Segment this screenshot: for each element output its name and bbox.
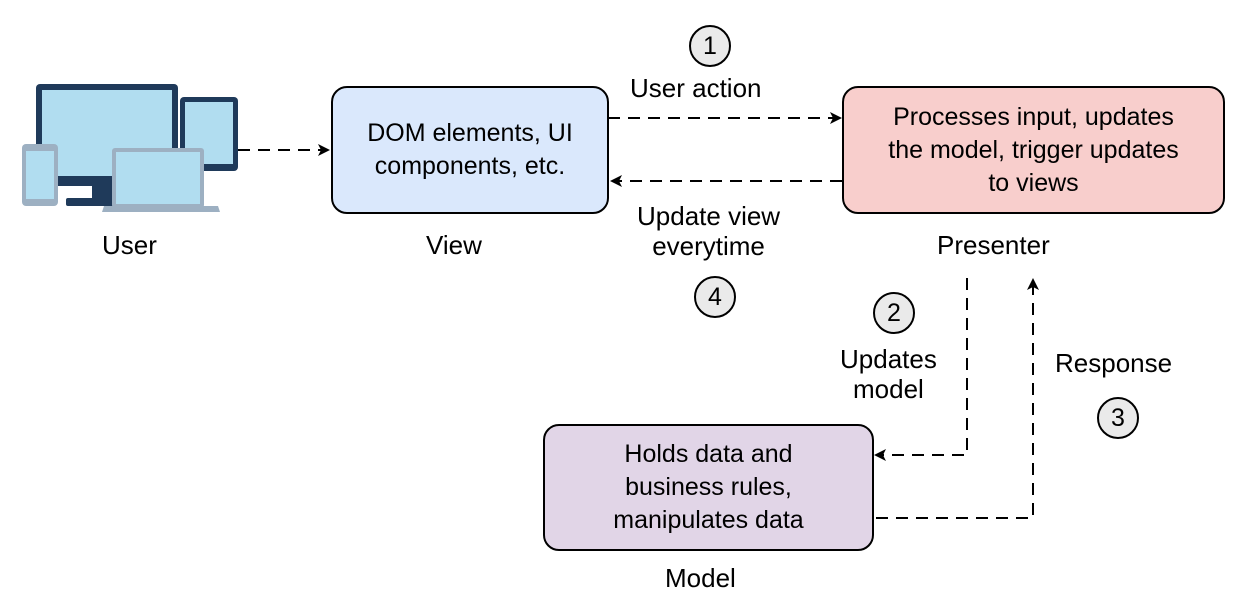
presenter-label: Presenter bbox=[937, 230, 1050, 260]
step-4-line-1: Update view bbox=[637, 201, 781, 231]
model-label: Model bbox=[665, 563, 736, 593]
view-line-2: components, etc. bbox=[374, 152, 566, 180]
model-line-3: manipulates data bbox=[613, 506, 804, 534]
presenter-line-1: Processes input, updates bbox=[893, 102, 1174, 131]
step-3-label: Response bbox=[1055, 348, 1173, 378]
step-3-badge: 3 bbox=[1097, 397, 1139, 439]
step-1-label: User action bbox=[630, 73, 762, 103]
step-2-label: Updates model bbox=[840, 344, 937, 404]
view-label: View bbox=[426, 230, 482, 260]
presenter-line-2: the model, trigger updates bbox=[888, 135, 1179, 164]
user-label: User bbox=[102, 230, 157, 260]
step-4-label: Update view everytime bbox=[637, 201, 780, 261]
model-box: Holds data and business rules, manipulat… bbox=[543, 424, 874, 551]
model-line-2: business rules, bbox=[625, 473, 792, 501]
model-line-1: Holds data and bbox=[624, 440, 793, 468]
presenter-line-3: to views bbox=[988, 168, 1079, 197]
step-2-line-2: model bbox=[853, 374, 924, 404]
step-4-line-2: everytime bbox=[652, 231, 765, 261]
step-2-line-1: Updates bbox=[840, 344, 937, 374]
step-4-badge: 4 bbox=[694, 276, 736, 318]
step-1-badge: 1 bbox=[689, 25, 731, 67]
presenter-box: Processes input, updates the model, trig… bbox=[842, 86, 1225, 214]
view-box: DOM elements, UI components, etc. bbox=[331, 86, 609, 214]
view-line-1: DOM elements, UI bbox=[367, 119, 573, 147]
step-2-badge: 2 bbox=[873, 292, 915, 334]
devices-icon bbox=[22, 84, 238, 212]
